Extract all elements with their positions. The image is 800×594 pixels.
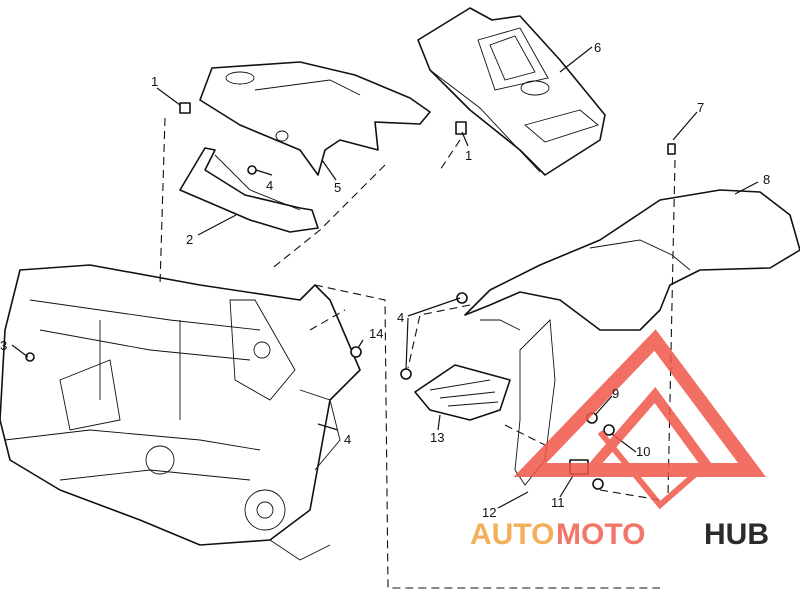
part-1a-clip <box>179 102 191 114</box>
part-12-nut <box>592 478 604 490</box>
callout-13: 13 <box>430 430 444 445</box>
callout-1-top-left: 1 <box>151 74 158 89</box>
assembly-lines <box>159 117 676 589</box>
callout-1-center: 1 <box>465 148 472 163</box>
callout-10: 10 <box>636 444 650 459</box>
callout-12: 12 <box>482 505 496 520</box>
callout-2: 2 <box>186 232 193 247</box>
part-5-hood <box>199 61 431 176</box>
callout-14: 14 <box>369 326 383 341</box>
part-4a-screw <box>247 165 257 175</box>
watermark-moto: MOTO <box>556 518 645 551</box>
part-4b-bolt <box>456 292 468 304</box>
callout-7: 7 <box>697 100 704 115</box>
part-10-washer <box>603 424 615 436</box>
watermark-text: AUTO MOTO HUB <box>470 518 769 551</box>
callout-5: 5 <box>334 180 341 195</box>
leader-lines <box>11 46 759 509</box>
watermark-hub: HUB <box>704 518 769 551</box>
callout-11: 11 <box>551 495 565 510</box>
part-3-screw <box>25 352 35 362</box>
callout-8: 8 <box>763 172 770 187</box>
part-1b-clip <box>455 121 467 135</box>
callout-9: 9 <box>612 386 619 401</box>
callout-4-hood: 4 <box>266 178 273 193</box>
part-7-bolt <box>667 143 676 155</box>
part-8-fender <box>464 189 800 486</box>
callout-6: 6 <box>594 40 601 55</box>
watermark-logo <box>513 329 766 510</box>
part-13-plate <box>414 364 511 421</box>
frame-assembly <box>0 264 361 561</box>
callout-4-frame: 4 <box>344 432 351 447</box>
part-2-guard <box>179 147 319 233</box>
part-4c-bolt <box>400 368 412 380</box>
part-6-console <box>417 7 606 176</box>
callout-4-fender: 4 <box>397 310 404 325</box>
callout-3: 3 <box>0 338 7 353</box>
watermark-auto: AUTO <box>470 518 554 551</box>
callout-labels: 1 1 2 3 4 4 4 5 6 7 8 9 10 11 12 13 14 <box>0 40 770 520</box>
part-14-grommet <box>350 346 362 358</box>
